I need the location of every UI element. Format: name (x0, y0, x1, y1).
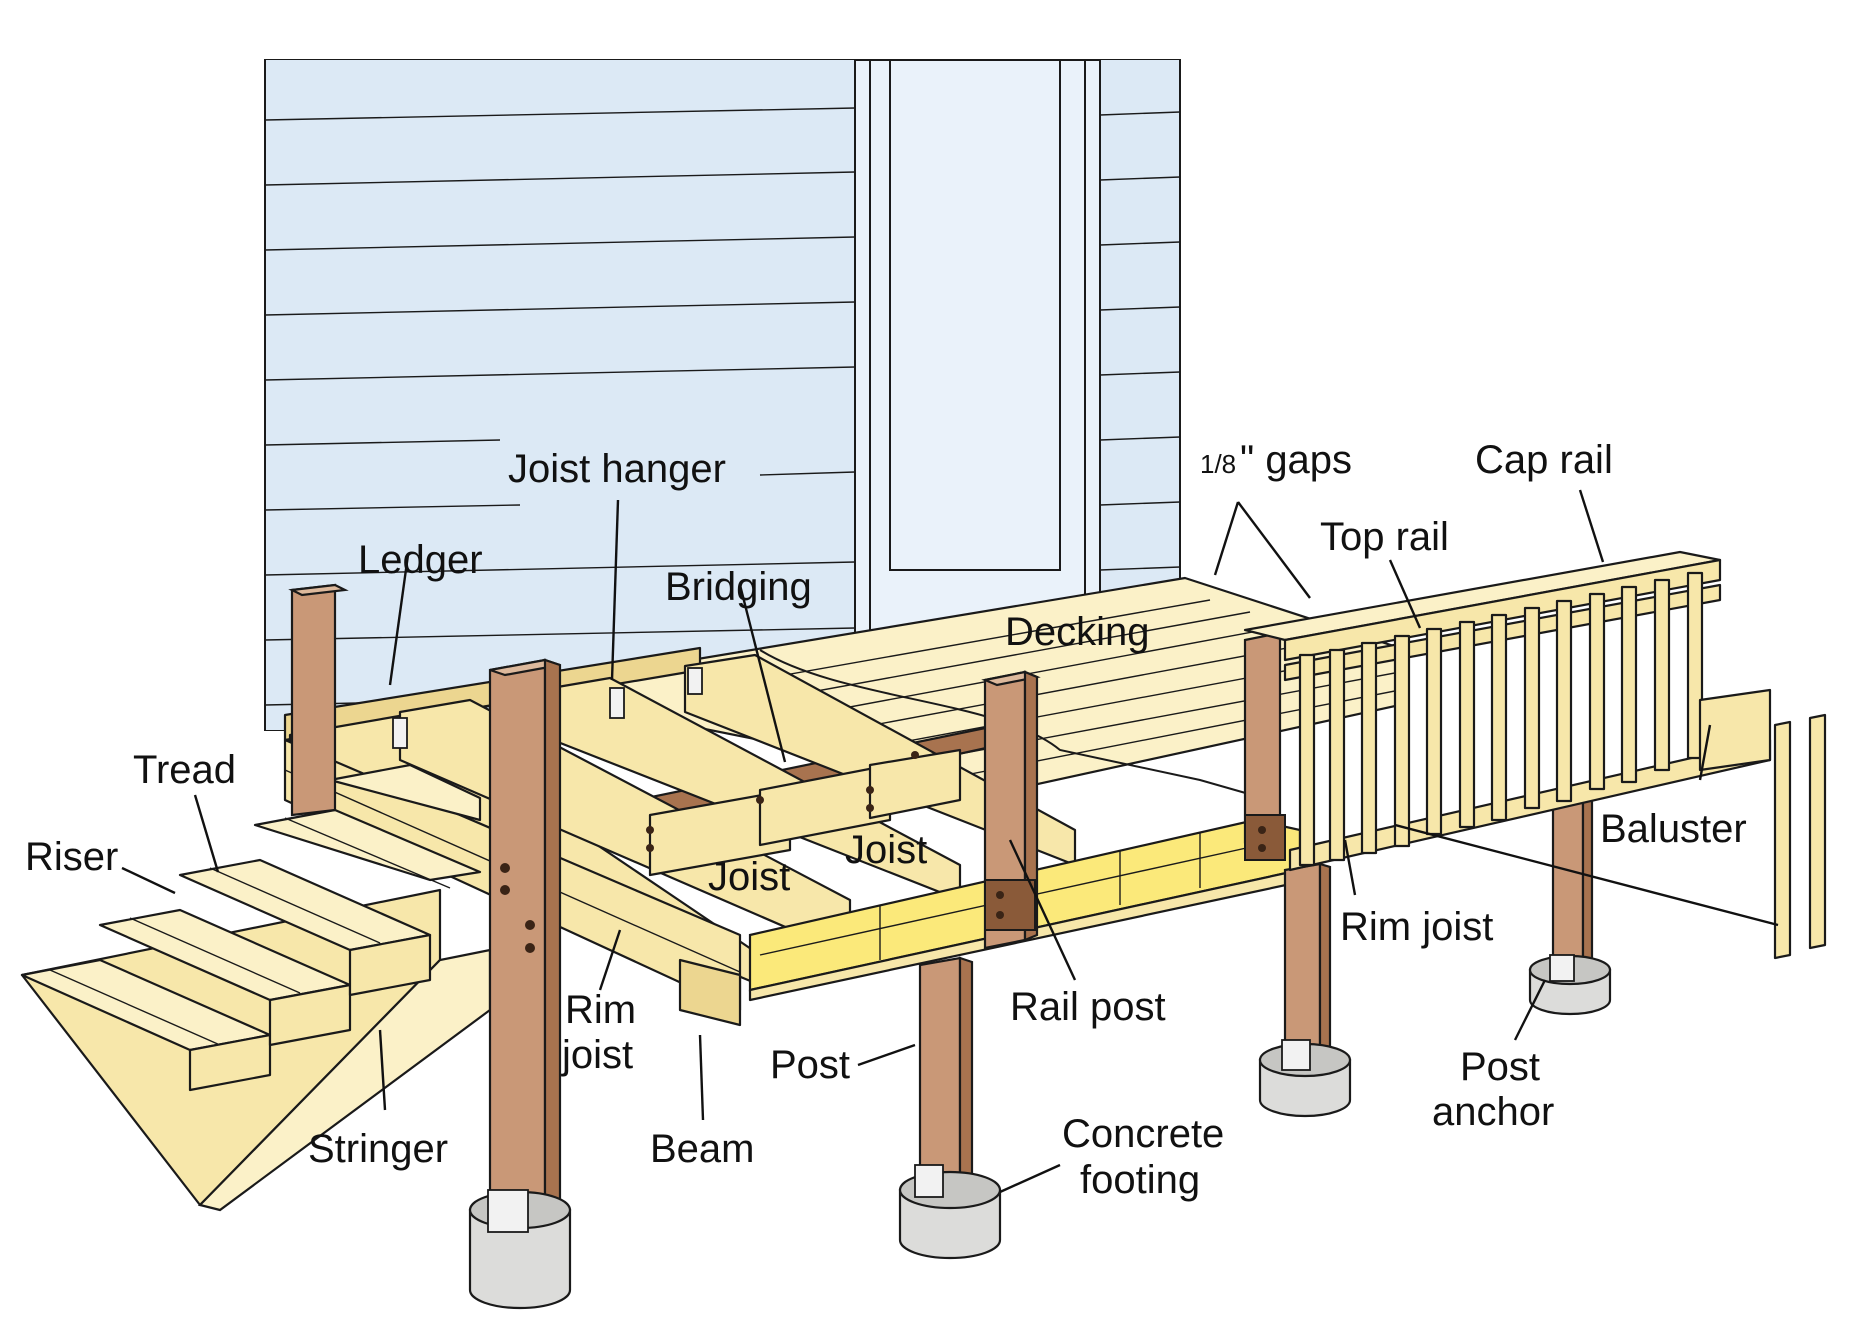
label-baluster: Baluster (1600, 807, 1747, 851)
label-concrete-2: footing (1080, 1158, 1200, 1202)
joist-hangers (392, 667, 703, 749)
label-beam: Beam (650, 1127, 755, 1171)
label-stringer: Stringer (308, 1127, 448, 1171)
label-bridging: Bridging (665, 565, 812, 609)
leader-lines (121, 489, 1779, 1194)
labels: Joist hanger Ledger Bridging Decking 1/8… (25, 438, 1747, 1202)
post-anchors (487, 954, 1575, 1233)
label-post: Post (770, 1043, 850, 1087)
label-tread: Tread (133, 748, 236, 792)
svg-text:" gaps: " gaps (1240, 438, 1352, 482)
label-post-anchor-1: Post (1460, 1045, 1540, 1089)
label-riser: Riser (25, 835, 118, 879)
beam-end (678, 958, 742, 1027)
rail-posts (981, 631, 1286, 950)
label-ledger: Ledger (358, 538, 483, 582)
label-gaps: 1/8 " gaps (1200, 438, 1352, 482)
label-joist-hanger: Joist hanger (508, 447, 726, 491)
label-concrete-1: Concrete (1062, 1112, 1224, 1156)
label-top-rail: Top rail (1320, 515, 1449, 559)
railing (1243, 550, 1772, 872)
label-joist-left: Joist (708, 855, 790, 899)
label-rim-joist-left-2: joist (561, 1033, 633, 1077)
stairs (20, 763, 492, 1212)
label-rim-joist-left-1: Rim (565, 988, 636, 1032)
label-rim-joist-right: Rim joist (1340, 905, 1493, 949)
label-rail-post: Rail post (1010, 985, 1166, 1029)
label-cap-rail: Cap rail (1475, 438, 1613, 482)
house-wall (264, 59, 1181, 731)
label-decking: Decking (1005, 610, 1150, 654)
support-posts (288, 583, 1594, 1242)
loose-balusters (1773, 713, 1827, 960)
label-post-anchor-2: anchor (1432, 1090, 1554, 1134)
svg-text:1/8: 1/8 (1200, 449, 1236, 479)
label-joist-right: Joist (845, 828, 927, 872)
